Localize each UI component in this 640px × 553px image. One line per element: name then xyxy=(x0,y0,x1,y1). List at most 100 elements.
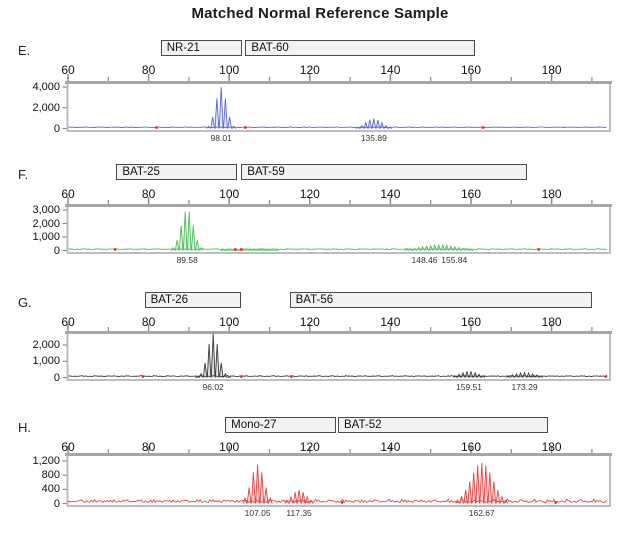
y-tick-label: 3,000 xyxy=(32,204,60,216)
x-tick-label: 120 xyxy=(299,63,320,77)
x-tick-label: 60 xyxy=(61,63,75,77)
peak-size-label: 98.01 xyxy=(210,133,232,143)
marker-range-box: BAT-25 xyxy=(116,164,238,180)
peak-size-label: 89.58 xyxy=(176,255,198,265)
y-tick-label: 0 xyxy=(53,122,60,135)
peak-cluster-trace xyxy=(242,464,273,504)
size-standard-artifact-dot xyxy=(155,126,158,129)
x-tick-label: 160 xyxy=(460,63,482,77)
y-tick-label: 2,000 xyxy=(32,101,60,114)
x-tick-label: 160 xyxy=(460,187,482,201)
x-tick-label: 180 xyxy=(541,187,562,201)
panel-letter-label: E. xyxy=(18,43,31,58)
marker-range-box: BAT-52 xyxy=(338,417,548,433)
x-tick-label: 60 xyxy=(61,315,75,329)
marker-name-label: BAT-59 xyxy=(247,166,285,178)
marker-range-box: BAT-56 xyxy=(289,292,592,308)
y-tick-label: 800 xyxy=(41,469,60,482)
y-tick-label: 0 xyxy=(53,497,60,510)
size-standard-artifact-dot xyxy=(113,248,117,251)
size-standard-artifact-dot xyxy=(244,126,247,129)
marker-name-label: BAT-56 xyxy=(295,294,334,306)
plot-frame xyxy=(66,82,611,132)
x-tick-label: 120 xyxy=(299,315,320,329)
marker-name-label: BAT-60 xyxy=(251,42,289,54)
peak-cluster-trace xyxy=(195,333,232,378)
x-tick-label: 140 xyxy=(380,187,401,201)
size-standard-artifact-dot xyxy=(290,375,293,378)
x-tick-label: 120 xyxy=(299,440,320,454)
y-tick-label: 400 xyxy=(41,483,60,496)
peak-size-label: 155.84 xyxy=(441,255,468,265)
size-standard-artifact-dot xyxy=(340,501,344,504)
x-tick-label: 140 xyxy=(380,440,401,454)
marker-range-box: BAT-60 xyxy=(245,40,476,56)
panel-letter-label: F. xyxy=(18,167,29,182)
peak-size-label: 162.67 xyxy=(468,508,495,518)
peak-size-label: 107.05 xyxy=(244,508,271,518)
size-standard-artifact-dot xyxy=(141,375,145,378)
marker-name-label: BAT-52 xyxy=(344,419,382,431)
panel-letter-label: H. xyxy=(18,420,31,435)
baseline-trace xyxy=(68,498,607,504)
x-tick-label: 180 xyxy=(541,440,562,454)
peak-size-label: 173.29 xyxy=(511,382,538,392)
baseline-trace xyxy=(68,247,607,250)
marker-range-box: NR-21 xyxy=(160,40,243,56)
y-tick-label: 0 xyxy=(53,244,60,257)
page-title: Matched Normal Reference Sample xyxy=(191,5,449,22)
x-tick-label: 100 xyxy=(219,187,240,201)
x-tick-label: 140 xyxy=(380,315,401,329)
y-tick-label: 1,200 xyxy=(32,455,60,467)
y-tick-label: 4,000 xyxy=(32,81,60,93)
size-standard-artifact-dot xyxy=(240,248,243,251)
marker-name-label: Mono-27 xyxy=(231,419,277,431)
size-standard-artifact-dot xyxy=(240,375,243,378)
y-tick-label: 1,000 xyxy=(32,231,60,243)
size-standard-artifact-dot xyxy=(481,126,485,129)
size-standard-artifact-dot xyxy=(554,501,557,504)
x-tick-label: 100 xyxy=(219,63,240,77)
marker-range-box: BAT-26 xyxy=(144,292,242,308)
x-tick-label: 140 xyxy=(380,63,401,77)
x-tick-label: 60 xyxy=(61,440,75,454)
size-standard-artifact-dot xyxy=(604,375,608,378)
x-tick-label: 80 xyxy=(141,315,156,329)
peak-size-label: 148.46 xyxy=(411,255,438,265)
y-tick-label: 1,000 xyxy=(32,355,60,368)
x-tick-label: 80 xyxy=(141,440,156,454)
x-tick-label: 160 xyxy=(460,315,482,329)
x-tick-label: 60 xyxy=(61,187,75,201)
marker-range-box: BAT-59 xyxy=(241,164,528,180)
size-standard-artifact-dot xyxy=(537,248,540,251)
baseline-trace xyxy=(68,374,607,377)
marker-name-label: BAT-25 xyxy=(122,166,160,178)
plot-frame xyxy=(66,205,611,254)
size-standard-artifact-dot xyxy=(234,248,237,251)
plot-frame xyxy=(66,454,611,507)
peak-cluster-trace xyxy=(452,370,486,378)
marker-name-label: NR-21 xyxy=(166,42,200,54)
peak-size-label: 159.51 xyxy=(456,382,483,392)
x-tick-label: 120 xyxy=(299,187,320,201)
x-tick-label: 100 xyxy=(219,315,240,329)
peak-cluster-trace xyxy=(206,86,237,129)
peak-size-label: 96.02 xyxy=(202,382,224,392)
plot-frame xyxy=(66,332,611,381)
x-tick-label: 80 xyxy=(141,63,156,77)
y-tick-label: 2,000 xyxy=(32,217,60,230)
peak-cluster-trace xyxy=(355,118,393,129)
peak-size-label: 135.89 xyxy=(360,133,387,143)
x-tick-label: 160 xyxy=(460,440,482,454)
peak-size-label: 117.35 xyxy=(286,508,312,518)
marker-range-box: Mono-27 xyxy=(225,417,336,433)
x-tick-label: 180 xyxy=(541,315,562,329)
y-tick-label: 0 xyxy=(53,371,60,384)
marker-name-label: BAT-26 xyxy=(150,294,189,306)
x-tick-label: 80 xyxy=(141,187,156,201)
x-tick-label: 100 xyxy=(219,440,240,454)
peak-cluster-trace xyxy=(506,371,543,378)
peak-cluster-trace xyxy=(284,489,314,504)
